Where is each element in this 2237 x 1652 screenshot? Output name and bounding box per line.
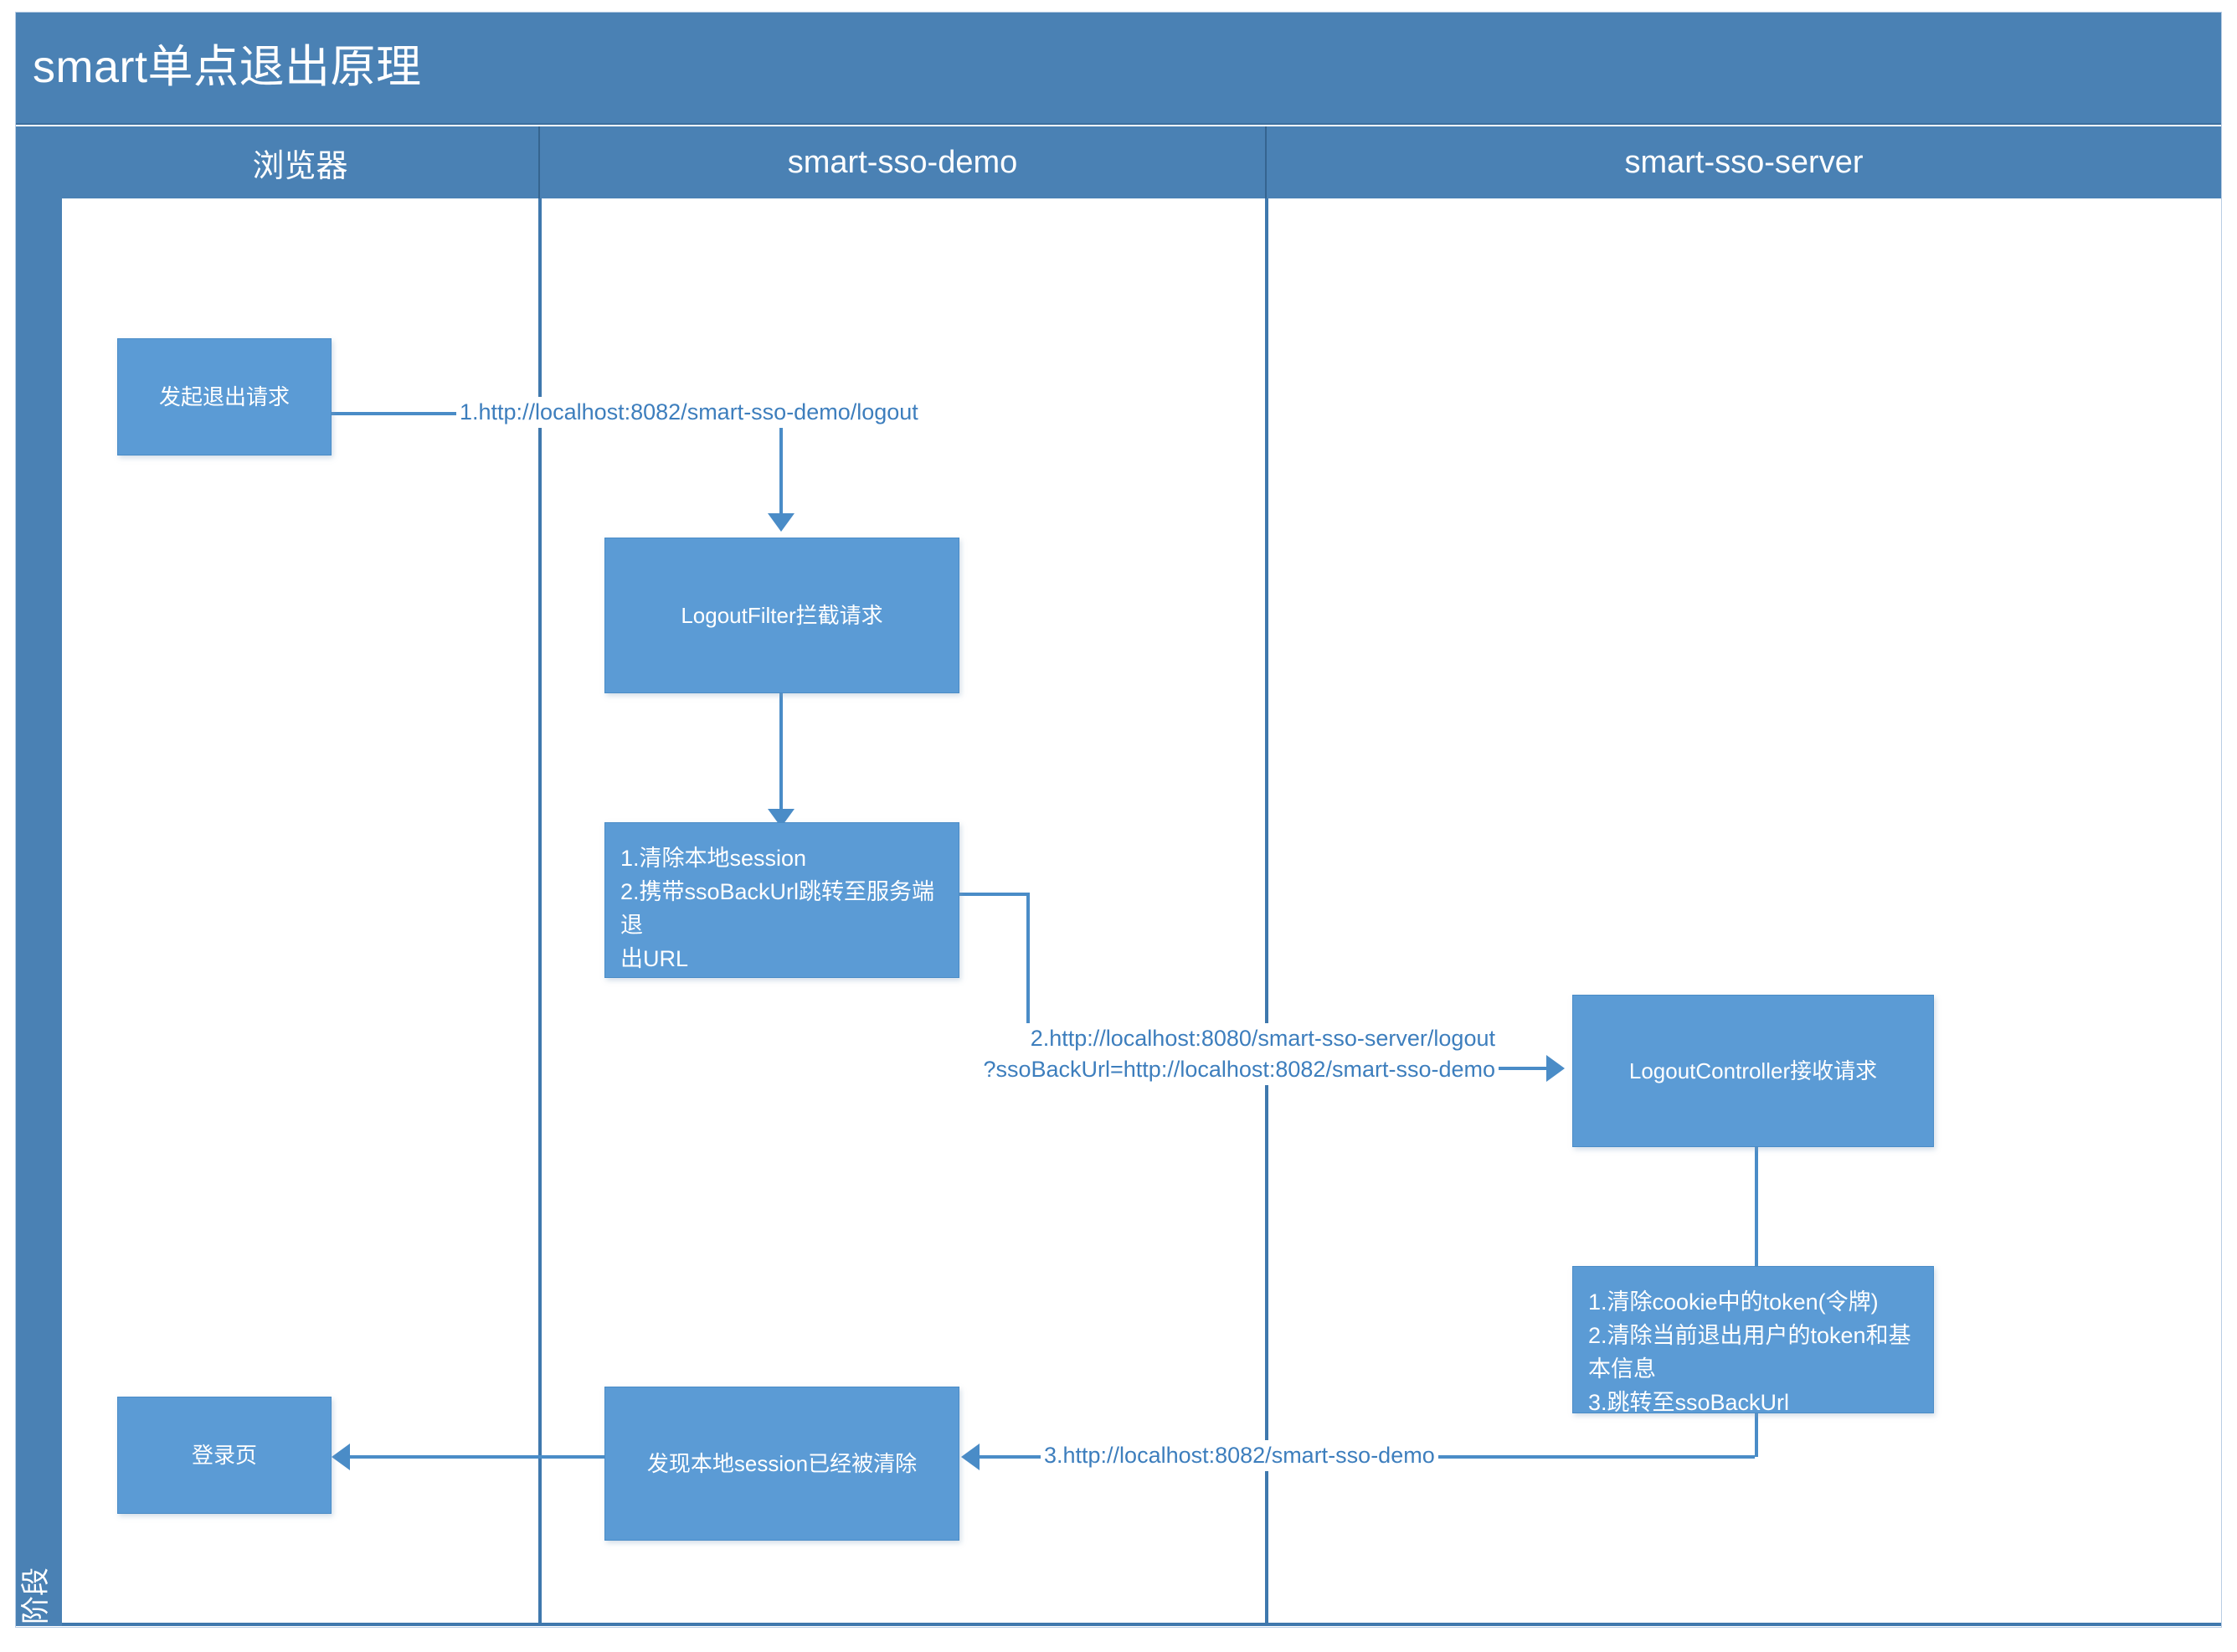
diagram-title-band: smart单点退出原理 [16,13,2221,125]
node-logout-request[interactable]: 发起退出请求 [117,338,332,455]
node-server-actions-label: 1.清除cookie中的token(令牌) 2.清除当前退出用户的token和基… [1588,1289,1911,1415]
edge1-label: 1.http://localhost:8082/smart-sso-demo/l… [456,397,922,428]
edge1-arrowhead [768,513,795,532]
node-logout-controller-label: LogoutController接收请求 [1628,1058,1878,1083]
node-logout-request-label: 发起退出请求 [158,384,290,409]
node-session-cleared-label: 发现本地session已经被清除 [646,1451,918,1476]
lane-bottom-rule [62,1623,2221,1626]
phase-band: 阶段 [16,126,62,1626]
edge-controller-to-actions-line [1755,1146,1758,1269]
edge-filter-to-actions-line [779,693,783,809]
node-session-cleared[interactable]: 发现本地session已经被清除 [604,1387,959,1541]
edge1-segment-horizontal [332,412,460,415]
node-logout-filter[interactable]: LogoutFilter拦截请求 [604,538,959,693]
node-demo-actions[interactable]: 1.清除本地session 2.携带ssoBackUrl跳转至服务端退 出URL [604,822,959,978]
node-login-page[interactable]: 登录页 [117,1397,332,1514]
lane-separator-2 [1265,198,1268,1626]
node-demo-actions-label: 1.清除本地session 2.携带ssoBackUrl跳转至服务端退 出URL [620,846,935,971]
edge2-segment-v1 [1026,893,1030,1068]
node-server-actions[interactable]: 1.清除cookie中的token(令牌) 2.清除当前退出用户的token和基… [1572,1266,1934,1415]
edge1-segment-vertical [779,412,783,513]
edge2-arrowhead [1546,1055,1565,1082]
node-logout-controller[interactable]: LogoutController接收请求 [1572,995,1934,1147]
edge3-arrowhead-to-demo [961,1444,980,1470]
edge2-label: 2.http://localhost:8080/smart-sso-server… [973,1023,1499,1085]
edge2-segment-h1 [959,893,1030,896]
lane-separator-1 [538,198,542,1626]
lane-header-server: smart-sso-server [1267,126,2221,198]
edge3-segment-v1 [1755,1413,1758,1457]
lane-header-server-label: smart-sso-server [1624,144,1864,180]
lane-header-browser-label: 浏览器 [252,148,348,184]
edge4-line [350,1455,606,1459]
lane-header-demo: smart-sso-demo [540,126,1267,198]
lane-header-browser: 浏览器 [62,126,540,198]
page-title: smart单点退出原理 [33,42,422,92]
edge3-label: 3.http://localhost:8082/smart-sso-demo [1041,1440,1438,1471]
phase-label: 阶段 [20,1567,52,1624]
lane-header-demo-label: smart-sso-demo [787,144,1018,180]
node-login-page-label: 登录页 [191,1443,257,1468]
node-logout-filter-label: LogoutFilter拦截请求 [681,603,883,628]
edge4-arrowhead-to-login [332,1444,350,1470]
